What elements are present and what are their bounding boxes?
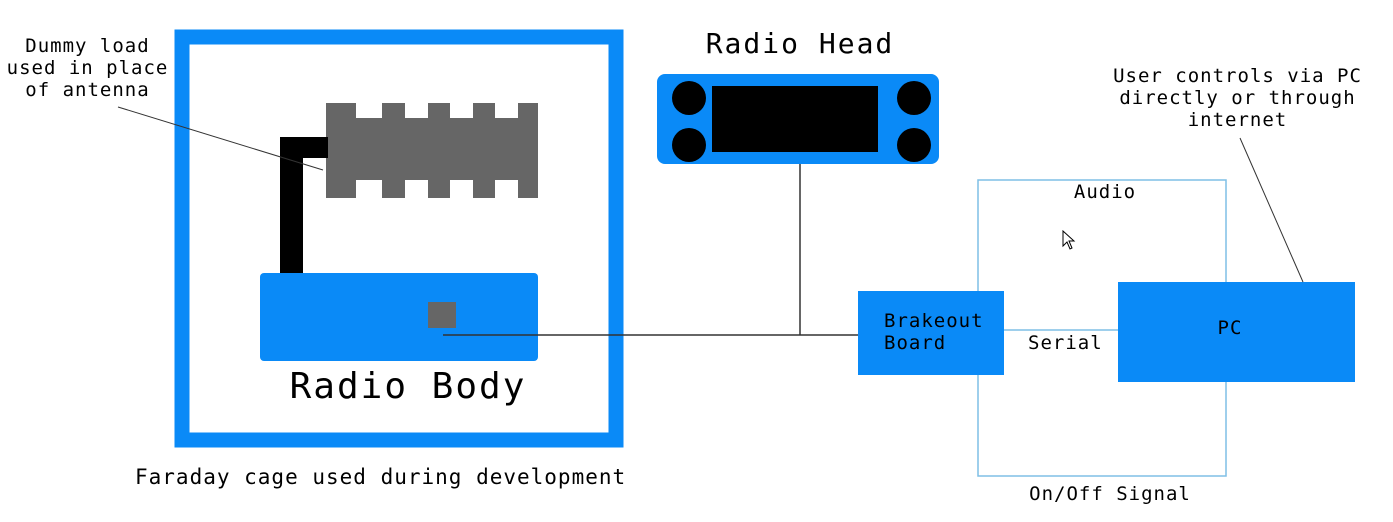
radio-head-display	[712, 86, 878, 152]
breakout-board	[858, 291, 1004, 375]
mouse-pointer-icon	[1062, 230, 1076, 250]
user-controls-label: User controls via PC directly or through…	[1113, 65, 1362, 131]
radio-head-label: Radio Head	[705, 27, 895, 60]
on-off-signal-label: On/Off Signal	[1029, 483, 1191, 505]
faraday-cage-label: Faraday cage used during development	[135, 465, 627, 489]
audio-label: Audio	[1073, 181, 1137, 203]
radio-head-knob	[672, 81, 706, 115]
antenna-connector	[280, 137, 328, 273]
radio-head-knob	[897, 81, 931, 115]
pc-label: PC	[1217, 317, 1243, 339]
radio-head-knob	[672, 128, 706, 162]
user-controls-callout-line	[1239, 137, 1304, 283]
breakout-board-label: Brakeout Board	[884, 310, 984, 354]
dummy-load-label: Dummy load used in place of antenna	[6, 35, 169, 101]
radio-body	[260, 273, 538, 361]
faraday-cage	[174, 29, 624, 448]
dummy-load-resistor	[326, 103, 538, 198]
radio-body-label: Radio Body	[289, 366, 527, 407]
dummy-load-callout-line	[117, 106, 324, 171]
serial-label: Serial	[1028, 332, 1103, 354]
pc-box	[1118, 282, 1355, 382]
radio-head-knob	[897, 128, 931, 162]
radio-body-port	[428, 302, 456, 328]
